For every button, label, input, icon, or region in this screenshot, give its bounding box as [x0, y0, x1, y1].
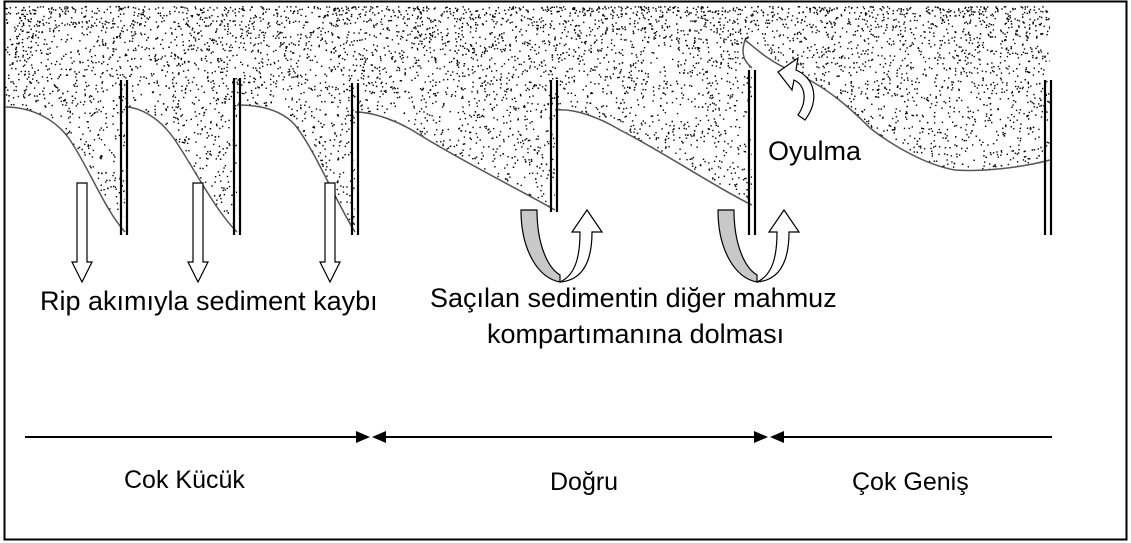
transfer-arrows-1	[521, 210, 602, 282]
range-arrows	[25, 431, 1052, 443]
scour-label: Oyulma	[768, 136, 862, 166]
rip-loss-arrows	[72, 183, 340, 282]
transfer-arrows-2	[718, 210, 799, 282]
down-arrow-icon	[188, 183, 208, 282]
shoreline-profiles	[5, 40, 1050, 232]
scattered-label-line1: Saçılan sedimentin diğer mahmuz	[430, 283, 837, 313]
down-arrow-icon	[72, 183, 92, 282]
scattered-label-line2: kompartımanına dolması	[487, 319, 784, 349]
sediment-stipple	[5, 6, 1051, 227]
diagram-border	[5, 2, 1127, 540]
rip-loss-label: Rip akımıyla sediment kaybı	[40, 286, 378, 316]
u-turn-arrow-icon	[718, 210, 757, 282]
range-label-too-wide: Çok Geniş	[852, 468, 969, 496]
range-label-correct: Doğru	[550, 468, 618, 496]
groynes	[121, 70, 1051, 235]
up-arrow-icon	[757, 210, 799, 282]
up-arrow-icon	[560, 210, 602, 282]
range-label-too-small: Cok Kücük	[124, 466, 245, 494]
u-turn-arrow-icon	[521, 210, 560, 282]
